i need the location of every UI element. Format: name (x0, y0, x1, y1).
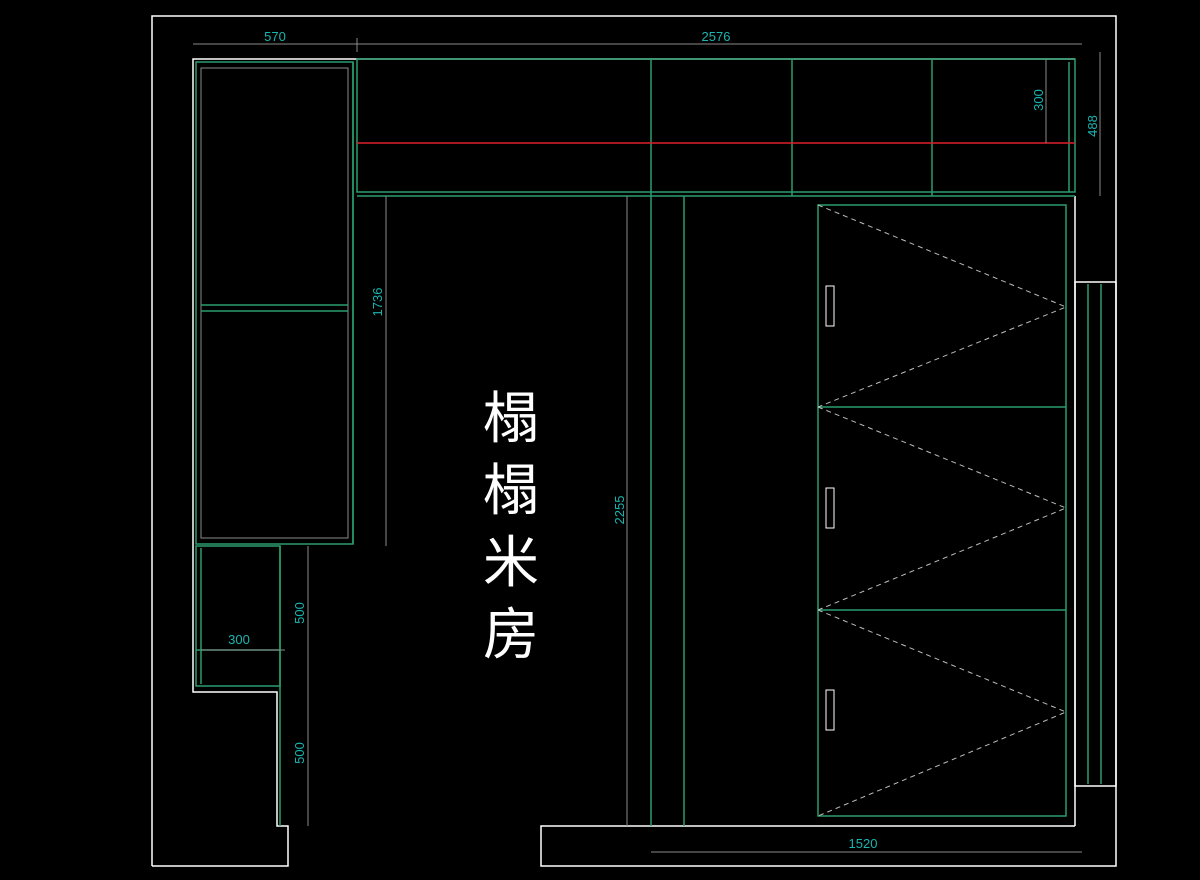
dim-500-a: 500 (292, 602, 307, 624)
room-label-char: 榻 (483, 459, 539, 524)
room-walls (151, 15, 1117, 867)
dim-300-top: 300 (1031, 89, 1046, 111)
wardrobe-handles (825, 285, 835, 731)
door-swing-lines (817, 204, 1068, 817)
top-cabinet (356, 58, 1076, 197)
dim-570: 570 (264, 29, 286, 44)
dim-1736: 1736 (370, 288, 385, 317)
handle-1 (825, 285, 835, 327)
room-label-char: 米 (483, 531, 539, 596)
room-label-char: 房 (483, 603, 539, 668)
window (1087, 284, 1102, 784)
dim-2255: 2255 (612, 496, 627, 525)
wardrobe (650, 196, 1067, 826)
room-label: 榻 榻 米 房 (483, 387, 539, 668)
dimension-lines (193, 38, 1101, 853)
left-cabinet (195, 61, 354, 545)
dim-2576: 2576 (702, 29, 731, 44)
dim-300-small: 300 (228, 632, 250, 647)
small-cabinet (195, 545, 281, 826)
dim-488: 488 (1085, 115, 1100, 137)
dim-1520: 1520 (849, 836, 878, 851)
dim-500-b: 500 (292, 742, 307, 764)
handle-3 (825, 689, 835, 731)
room-label-char: 榻 (483, 387, 539, 452)
handle-2 (825, 487, 835, 529)
